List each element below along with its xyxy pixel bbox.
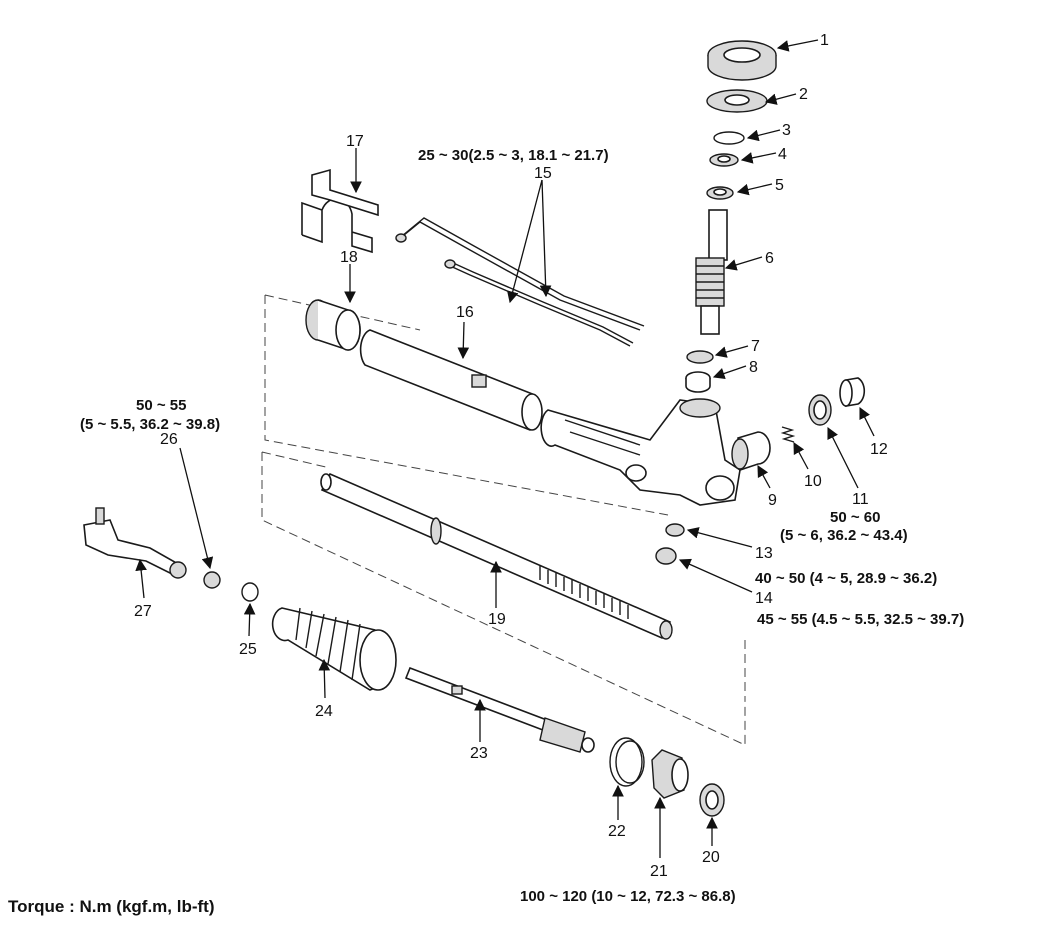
upper-cover — [707, 40, 777, 81]
cap — [839, 377, 866, 407]
spring — [780, 426, 796, 443]
torque-unit-legend: Torque : N.m (kgf.m, lb-ft) — [8, 897, 215, 916]
housing-bushing — [305, 299, 361, 351]
cylinder-tube — [359, 329, 543, 431]
yoke-plug-center — [813, 400, 827, 420]
callout-2: 2 — [799, 86, 808, 103]
housing-outline-dashed — [264, 294, 669, 516]
rack-seal — [699, 783, 725, 817]
callout-5: 5 — [775, 177, 784, 194]
torque-11-line2: (5 ~ 6, 36.2 ~ 43.4) — [780, 527, 908, 544]
torque-26-line2: (5 ~ 5.5, 36.2 ~ 39.8) — [80, 416, 220, 433]
tie-rod-end — [83, 507, 187, 579]
callout-27: 27 — [134, 603, 152, 620]
boot-band — [609, 737, 645, 787]
oil-seal — [709, 153, 739, 167]
pinion-bushing — [685, 371, 711, 393]
torque-21: 100 ~ 120 (10 ~ 12, 72.3 ~ 86.8) — [520, 888, 736, 905]
callout-10: 10 — [804, 473, 822, 490]
callout-4: 4 — [778, 146, 787, 163]
flare-nut-14 — [655, 547, 677, 565]
rack-outline-dashed — [261, 451, 746, 746]
snap-ring — [713, 131, 745, 145]
callout-23: 23 — [470, 745, 488, 762]
support-plate — [706, 89, 768, 113]
callout-24: 24 — [315, 703, 333, 720]
callout-9: 9 — [768, 492, 777, 509]
gear-housing — [540, 398, 741, 506]
flare-nut-13 — [665, 523, 685, 537]
inner-tie-rod — [404, 666, 595, 753]
bearing — [706, 186, 734, 200]
callout-19: 19 — [488, 611, 506, 628]
callout-18: 18 — [340, 249, 358, 266]
leader-lines — [135, 39, 875, 858]
lock-nut — [203, 571, 221, 589]
callout-3: 3 — [782, 122, 791, 139]
callout-14: 14 — [755, 590, 773, 607]
yoke — [731, 431, 771, 472]
callout-15: 15 — [534, 165, 552, 182]
pinion-shaft — [695, 209, 728, 335]
callout-25: 25 — [239, 641, 257, 658]
mounting-bracket — [301, 168, 379, 254]
rack-bar — [320, 472, 673, 640]
torque-26-line1: 50 ~ 55 — [136, 397, 186, 414]
callout-13: 13 — [755, 545, 773, 562]
pinion-seal — [686, 350, 714, 364]
callout-11: 11 — [852, 491, 869, 508]
callout-16: 16 — [456, 304, 474, 321]
torque-14: 45 ~ 55 (4.5 ~ 5.5, 32.5 ~ 39.7) — [757, 611, 964, 628]
callout-20: 20 — [702, 849, 720, 866]
callout-17: 17 — [346, 133, 364, 150]
callout-8: 8 — [749, 359, 758, 376]
callout-7: 7 — [751, 338, 760, 355]
callout-21: 21 — [650, 863, 668, 880]
callout-6: 6 — [765, 250, 774, 267]
callout-26: 26 — [160, 431, 178, 448]
bellows-boot — [271, 607, 397, 691]
torque-13: 40 ~ 50 (4 ~ 5, 28.9 ~ 36.2) — [755, 570, 937, 587]
callout-1: 1 — [820, 32, 829, 49]
feed-tubes — [395, 217, 645, 347]
torque-11-line1: 50 ~ 60 — [830, 509, 880, 526]
callout-12: 12 — [870, 441, 888, 458]
callout-22: 22 — [608, 823, 626, 840]
boot-clip-25 — [241, 582, 259, 602]
torque-15: 25 ~ 30(2.5 ~ 3, 18.1 ~ 21.7) — [418, 147, 609, 164]
rack-stopper — [651, 749, 689, 799]
